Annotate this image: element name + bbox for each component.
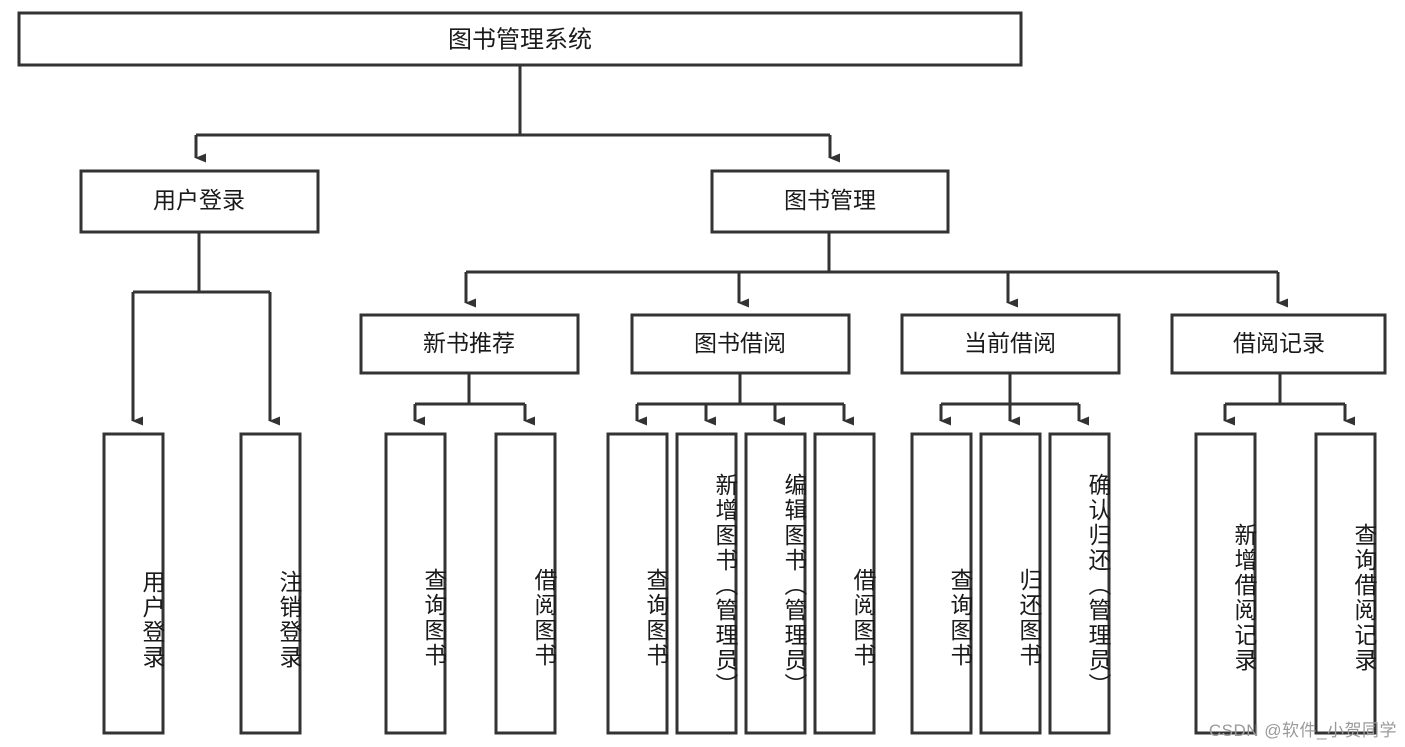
node-user-login[interactable]: 用户登录 [79, 169, 320, 234]
node-book-management-system[interactable]: 图书管理系统 [17, 11, 1023, 67]
node-box [900, 313, 1121, 375]
connector-group-book-manage [464, 233, 1288, 308]
leaf-box-book-borrow-2[interactable] [675, 432, 738, 735]
leaf-box-book-borrow-4[interactable] [813, 432, 876, 735]
leaf-box-book-borrow-1[interactable] [606, 432, 669, 735]
node-new-book-recommend[interactable]: 新书推荐 [359, 313, 580, 375]
leaf-box-user-login-2[interactable] [239, 432, 302, 735]
node-book-management[interactable]: 图书管理 [710, 169, 950, 234]
node-borrow-record[interactable]: 借阅记录 [1170, 313, 1387, 375]
node-box [359, 313, 580, 375]
node-box [79, 169, 320, 234]
connector-group-borrow-record [1223, 374, 1355, 426]
connector-group-root [194, 66, 840, 163]
node-box [630, 313, 851, 375]
node-box [710, 169, 950, 234]
leaf-box-new-book-2[interactable] [494, 432, 557, 735]
leaf-box-borrow-record-2[interactable] [1314, 432, 1377, 735]
node-label-new-book-recommend: 新书推荐 [423, 330, 515, 356]
leaf-box-current-borrow-3[interactable] [1048, 432, 1111, 735]
node-label-book-borrow: 图书借阅 [694, 330, 786, 356]
node-label-borrow-record: 借阅记录 [1233, 330, 1325, 356]
connector-group-current-borrow [939, 374, 1089, 426]
connector-group-new-book [413, 374, 535, 426]
connector-group-user-login [131, 233, 280, 426]
node-current-borrow[interactable]: 当前借阅 [900, 313, 1121, 375]
leaf-box-borrow-record-1[interactable] [1194, 432, 1257, 735]
node-label-user-login: 用户登录 [153, 187, 245, 213]
leaf-box-book-borrow-3[interactable] [744, 432, 807, 735]
csdn-watermark: CSDN @软件_小贺同学 [1208, 721, 1397, 740]
node-label-book-management: 图书管理 [784, 187, 876, 213]
leaf-box-new-book-1[interactable] [384, 432, 447, 735]
node-label-current-borrow: 当前借阅 [964, 330, 1056, 356]
leaf-box-user-login-1[interactable] [102, 432, 165, 735]
leaf-box-current-borrow-2[interactable] [979, 432, 1042, 735]
node-label-book-management-system: 图书管理系统 [448, 26, 592, 53]
node-book-borrow[interactable]: 图书借阅 [630, 313, 851, 375]
node-box [1170, 313, 1387, 375]
leaf-box-current-borrow-1[interactable] [910, 432, 973, 735]
node-box [17, 11, 1023, 67]
connector-group-book-borrow [635, 374, 854, 426]
